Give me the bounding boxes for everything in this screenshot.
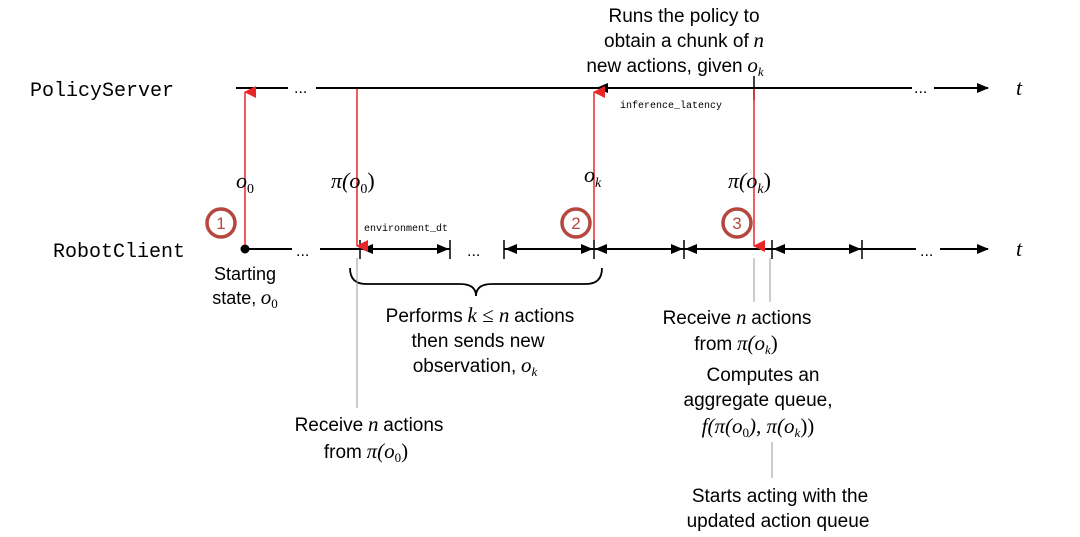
client-timeline: ... ... ... t environment_dt <box>240 223 1023 261</box>
svg-text:updated action queue: updated action queue <box>687 511 870 532</box>
server-time-axis-label: t <box>1016 75 1023 100</box>
svg-text:observation, ok: observation, ok <box>413 353 538 379</box>
receive-0-annotation: Receive n actions from π(o0) <box>295 412 444 465</box>
step-3-badge: 3 <box>721 207 753 239</box>
o0-message-label: o0 <box>236 168 254 197</box>
performs-brace <box>349 267 603 297</box>
svg-text:from π(o0): from π(o0) <box>324 439 408 465</box>
svg-text:then sends new: then sends new <box>411 331 544 352</box>
receive-k-annotation: Receive n actions from π(ok) <box>663 305 812 357</box>
svg-text:aggregate queue,: aggregate queue, <box>684 390 833 411</box>
svg-text:Performs k ≤ n actions: Performs k ≤ n actions <box>386 303 575 327</box>
svg-text:2: 2 <box>571 214 580 233</box>
svg-text:Computes an: Computes an <box>706 365 819 386</box>
message-arrows <box>244 86 765 252</box>
robot-client-label: RobotClient <box>53 241 185 264</box>
server-timeline: ... ... t inference_latency <box>236 75 1023 112</box>
svg-text:new actions, given ok: new actions, given ok <box>586 53 764 79</box>
client-time-axis-label: t <box>1016 236 1023 261</box>
runs-policy-annotation: Runs the policy to obtain a chunk of n n… <box>586 6 764 79</box>
svg-text:f(π(o0), π(ok)): f(π(o0), π(ok)) <box>702 414 815 440</box>
svg-text:3: 3 <box>732 214 741 233</box>
ok-message-label: ok <box>584 162 602 191</box>
svg-text:1: 1 <box>216 214 225 233</box>
inference-latency-label: inference_latency <box>620 100 722 112</box>
svg-text:Starting: Starting <box>214 264 276 284</box>
step-2-badge: 2 <box>560 207 592 239</box>
server-ellipsis-1: ... <box>294 80 307 97</box>
client-ellipsis-3: ... <box>920 243 933 260</box>
performs-annotation: Performs k ≤ n actions then sends new ob… <box>386 303 575 379</box>
policy-server-label: PolicyServer <box>30 80 174 103</box>
svg-text:state, o0: state, o0 <box>212 285 278 311</box>
environment-dt-label: environment_dt <box>364 223 448 235</box>
step-1-badge: 1 <box>205 207 237 239</box>
server-ellipsis-2: ... <box>914 80 927 97</box>
svg-text:from π(ok): from π(ok) <box>694 331 778 357</box>
svg-text:Starts acting with the: Starts acting with the <box>692 486 868 507</box>
aggregate-annotation: Computes an aggregate queue, f(π(o0), π(… <box>684 365 833 440</box>
pi-ok-message-label: π(ok) <box>728 168 771 197</box>
pi-o0-message-label: π(o0) <box>331 168 375 197</box>
svg-text:obtain a chunk of n: obtain a chunk of n <box>604 28 764 52</box>
starting-state-annotation: Starting state, o0 <box>212 264 278 311</box>
client-ellipsis-2: ... <box>467 243 480 260</box>
svg-text:Receive n actions: Receive n actions <box>295 412 444 436</box>
starts-acting-annotation: Starts acting with the updated action qu… <box>687 486 870 532</box>
svg-text:Receive n actions: Receive n actions <box>663 305 812 329</box>
client-ellipsis-1: ... <box>296 243 309 260</box>
svg-text:Runs the policy to: Runs the policy to <box>608 6 759 27</box>
